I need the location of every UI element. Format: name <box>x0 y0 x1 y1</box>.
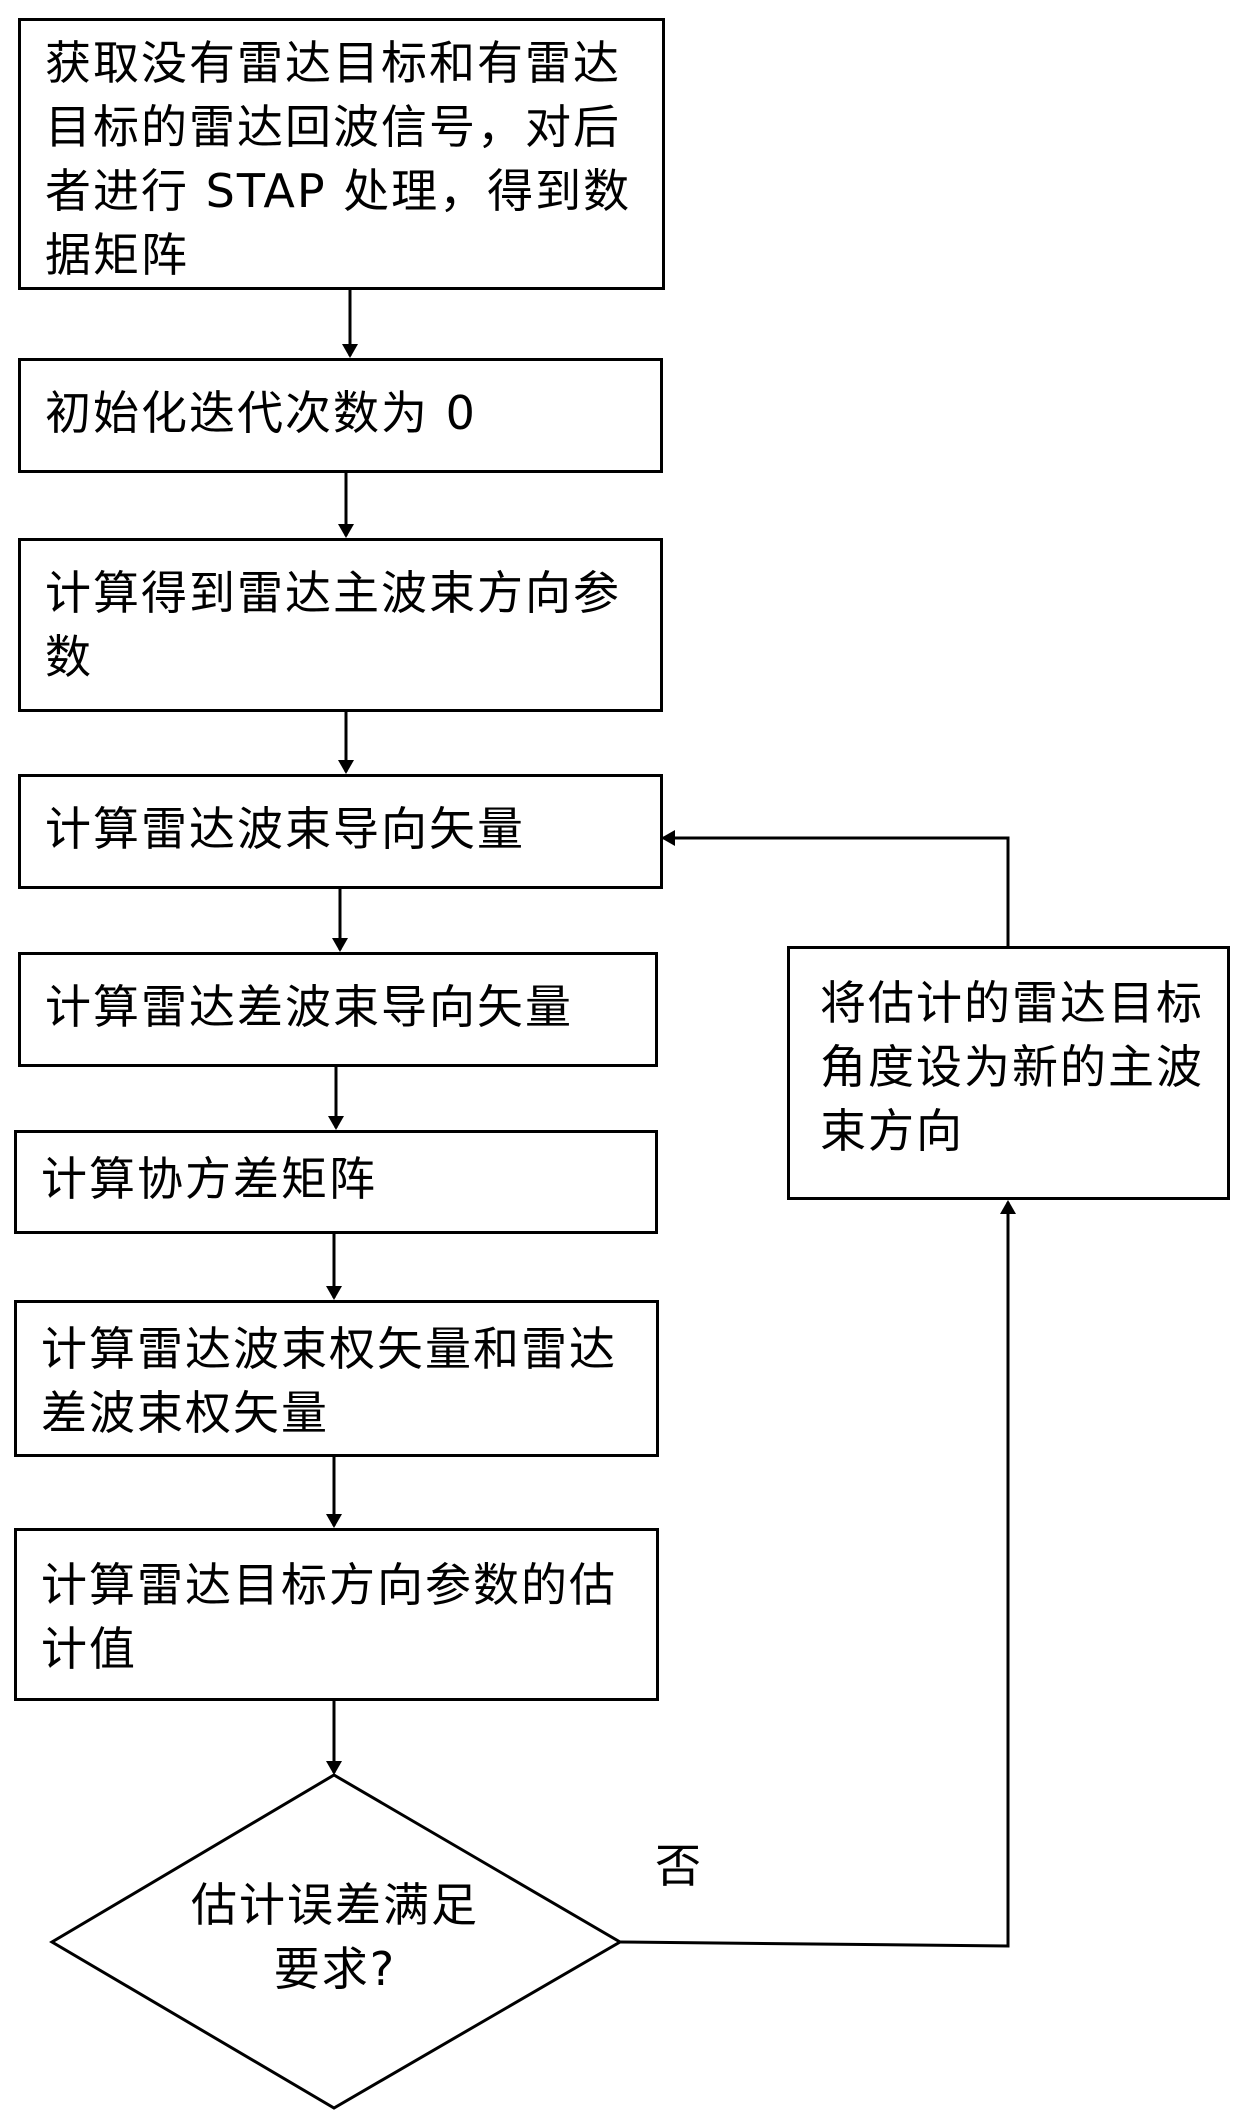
decision-diamond <box>49 1773 623 2110</box>
arrow-side-to-s4 <box>661 830 1010 946</box>
step-weight-vectors: 计算雷达波束权矢量和雷达差波束权矢量 <box>14 1300 659 1457</box>
step-beam-steering-vector: 计算雷达波束导向矢量 <box>18 774 663 889</box>
arrow-no-to-side <box>619 1200 1016 1948</box>
step-acquire-echo: 获取没有雷达目标和有雷达目标的雷达回波信号，对后者进行 STAP 处理，得到数据… <box>18 18 665 290</box>
step-target-direction-estimate: 计算雷达目标方向参数的估计值 <box>14 1528 659 1701</box>
step-update-main-beam: 将估计的雷达目标角度设为新的主波束方向 <box>787 946 1230 1200</box>
step-diff-beam-steering-vector: 计算雷达差波束导向矢量 <box>18 952 658 1067</box>
step-init-iteration: 初始化迭代次数为 0 <box>18 358 663 473</box>
step-covariance-matrix: 计算协方差矩阵 <box>14 1130 658 1234</box>
edge-label-no: 否 <box>655 1839 701 1893</box>
decision-label: 估计误差满足要求? <box>191 1878 479 1996</box>
step-main-beam-param: 计算得到雷达主波束方向参数 <box>18 538 663 712</box>
